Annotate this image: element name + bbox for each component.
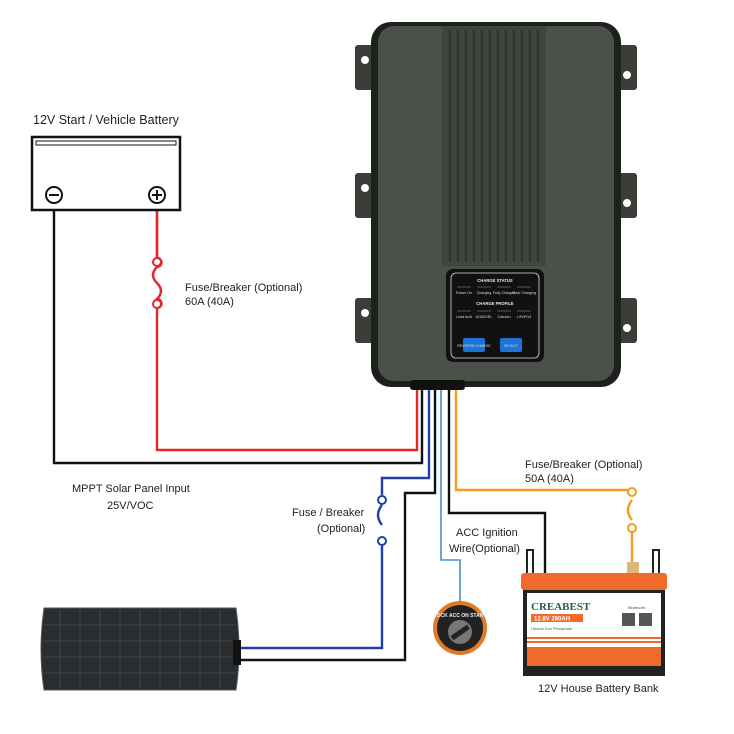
- battery-bluetooth: Bluetooth: [628, 605, 645, 610]
- fuse-start-bottom: [152, 299, 162, 309]
- solar-voltage-label: 25V/VOC: [107, 500, 154, 512]
- ignition-switch: LOCK ACC ON START: [433, 601, 487, 655]
- led-calcium: Calcium: [498, 315, 511, 319]
- fuse-start-rating: 60A (40A): [185, 296, 234, 308]
- fuse-start-top: [152, 257, 162, 267]
- start-battery-label: 12V Start / Vehicle Battery: [33, 113, 179, 127]
- start-battery: [30, 135, 182, 212]
- battery-spec: 12.8V 280AH: [534, 617, 570, 623]
- led-lifepo4: LiFePO4: [517, 315, 531, 319]
- select-button[interactable]: SELECT: [500, 338, 522, 352]
- charge-profile-heading: CHARGE PROFILE: [476, 301, 514, 306]
- solar-negative-wire: [240, 390, 437, 662]
- led-agm-gel: AGM/GEL: [476, 315, 492, 319]
- start-battery-negative-wire: [52, 205, 424, 465]
- charge-status-heading: CHARGE STATUS: [477, 278, 513, 283]
- acc-wire-label: Wire(Optional): [449, 543, 520, 555]
- fuse-house-rating: 50A (40A): [525, 473, 574, 485]
- house-battery-label: 12V House Battery Bank: [538, 683, 659, 695]
- ignition-positions: LOCK ACC ON START: [434, 613, 487, 619]
- house-negative-wire: [447, 390, 547, 585]
- qr-code-icon: [639, 613, 652, 626]
- fuse-solar-top: [377, 495, 387, 505]
- solar-panel: [40, 607, 241, 691]
- led-charging: Charging: [477, 291, 492, 295]
- led-lead-acid: Lead Acid: [456, 315, 472, 319]
- led-solar-charging: Solar Charging: [512, 291, 536, 295]
- acc-ignition-label: ACC Ignition: [456, 527, 518, 539]
- battery-chemistry: Lithium Iron Phosphate: [531, 626, 573, 631]
- fuse-house-bottom: [627, 523, 637, 533]
- fuse-solar-bottom: [377, 536, 387, 546]
- house-positive-wire: [454, 390, 634, 565]
- svg-text:SELECT: SELECT: [504, 344, 519, 348]
- solar-positive-wire: [240, 390, 431, 650]
- house-battery: CREABEST 12.8V 280AH Lithium Iron Phosph…: [521, 549, 667, 676]
- qr-code-icon: [622, 613, 635, 626]
- fuse-house-top: [627, 487, 637, 497]
- dc-dc-charger: CHARGE STATUS Power On Charging Fully Ch…: [355, 22, 637, 390]
- reverse-charge-button[interactable]: REVERSE CHARGE: [457, 338, 491, 352]
- svg-text:REVERSE CHARGE: REVERSE CHARGE: [457, 344, 491, 348]
- fuse-solar-label: Fuse / Breaker: [292, 507, 365, 519]
- led-fully-charged: Fully Charged: [493, 291, 515, 295]
- fuse-start-label: Fuse/Breaker (Optional): [185, 282, 303, 294]
- fuse-house-label: Fuse/Breaker (Optional): [525, 459, 643, 471]
- battery-brand: CREABEST: [531, 601, 591, 613]
- fuse-solar-optional: (Optional): [317, 523, 366, 535]
- acc-ignition-wire: [440, 390, 461, 605]
- solar-input-label: MPPT Solar Panel Input: [72, 483, 190, 495]
- led-power-on: Power On: [456, 291, 472, 295]
